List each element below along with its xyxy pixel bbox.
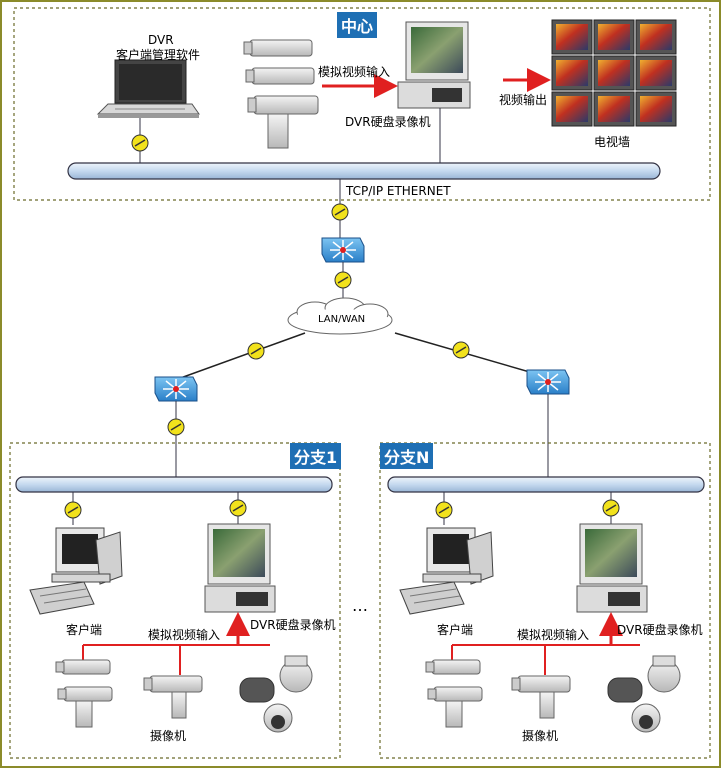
connector-icon [331,203,349,221]
branchN-analog-input-label: 模拟视频输入 [517,628,590,642]
branchN-zone [379,442,711,759]
dvr-client-subtitle: 客户端管理软件 [116,48,201,62]
branchN-dvr-label: DVR硬盘录像机 [617,623,703,637]
branchN-dvr-icon [576,523,648,613]
connector-icon [435,501,453,519]
branchN-bus [387,476,705,493]
branch1-camera-stack-icon [55,659,113,728]
branchN-camera-label: 摄像机 [522,729,559,743]
video-output-label: 视频输出 [499,93,548,107]
center-analog-input-label: 模拟视频输入 [318,65,391,79]
ellipsis: … [352,596,368,615]
dvr-client-title: DVR [148,33,174,47]
connector-icon [247,342,265,360]
tv-wall-label: 电视墙 [594,135,631,149]
center-dvr-icon [397,21,471,109]
lan-wan-cloud [287,297,393,335]
branch1-dvr-label: DVR硬盘录像机 [250,618,336,632]
branch1-dome-camera-icon [239,655,313,733]
branchN-camera-stack-icon [425,659,483,728]
branch1-analog-input-label: 模拟视频输入 [148,628,221,642]
camera-stack-icon [243,39,319,149]
core-switch-icon [321,237,365,263]
center-ethernet-bus [67,162,661,180]
branch1-dvr-icon [204,523,276,613]
connector-icon [334,271,352,289]
laptop-icon [96,59,200,118]
branch1-zone [9,442,341,759]
connector-icon [64,501,82,519]
branchN-camera-icon [511,675,571,719]
center-dvr-label: DVR硬盘录像机 [345,115,431,129]
connector-icon [229,499,247,517]
ethernet-label: TCP/IP ETHERNET [346,184,451,198]
tv-wall-icon [551,19,677,127]
branch1-client-icon [29,527,123,615]
lan-wan-label: LAN/WAN [318,314,366,325]
connector-icon [167,418,185,436]
branch1-camera-label: 摄像机 [150,729,187,743]
connector-icon [602,499,620,517]
center-zone [13,7,711,201]
branchN-client-icon [399,527,494,615]
branch1-client-label: 客户端 [66,623,103,637]
branchN-dome-camera-icon [607,655,681,733]
branch1-switch-icon [154,376,198,402]
connector-icon [452,341,470,359]
branchN-switch-icon [526,369,570,395]
branch1-tag: 分支1 [290,443,342,469]
branch1-camera-icon [143,675,203,719]
connector-icon [131,134,149,152]
branch1-bus [15,476,333,493]
branchN-client-label: 客户端 [437,623,474,637]
center-tag: 中心 [337,12,378,38]
branchN-tag: 分支N [380,443,434,469]
